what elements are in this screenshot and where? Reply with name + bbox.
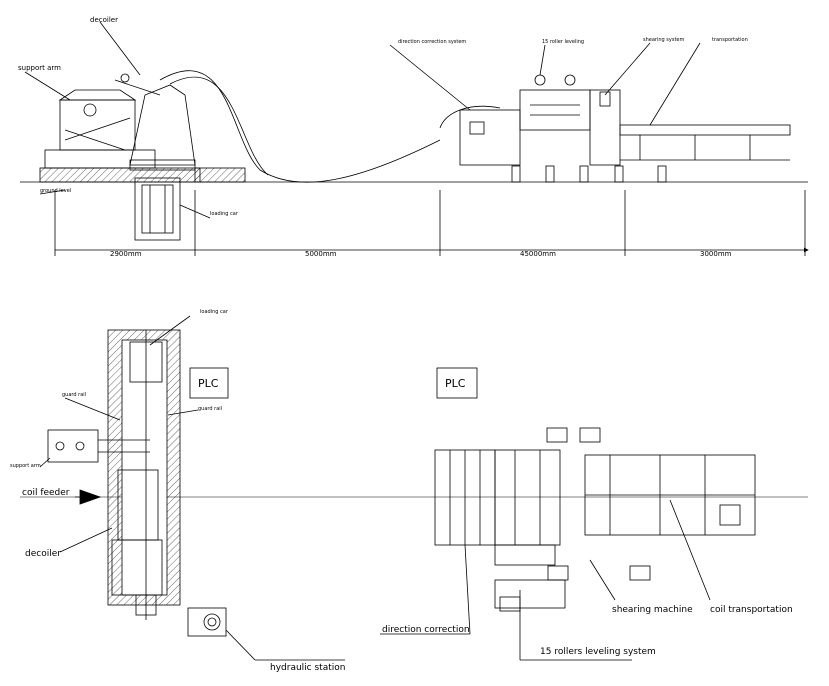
plc-label-2: PLC (445, 377, 466, 390)
support-arm-link1 (64, 117, 131, 141)
top-label-shearing-machine: shearing machine (612, 605, 693, 615)
steel-strip (159, 70, 441, 183)
top-label-guard-rail-right: guard rail (198, 406, 222, 412)
plc-label-1: PLC (198, 377, 219, 390)
top-label-decoiler: decoiler (25, 549, 61, 559)
support-arm-head (58, 89, 137, 101)
plc-box-1 (189, 367, 229, 399)
top-label-support-arm: support arm (10, 463, 41, 469)
top-label-coil-transportation: coil transportation (710, 605, 793, 615)
plc-box-2 (436, 367, 478, 399)
top-label-guard-rail-left: guard rail (62, 392, 86, 398)
decoiler-arm (114, 79, 161, 96)
top-label-direction-correction: direction correction (382, 625, 470, 635)
dimension-1: 2900mm (110, 250, 142, 258)
dimension-2: 5000mm (305, 250, 337, 258)
support-arm-hub (83, 103, 97, 117)
side-label-transportation: transportation (712, 37, 748, 43)
shearing-frame (589, 89, 621, 166)
hydraulic-station (187, 607, 227, 637)
leveler-frame (519, 89, 591, 131)
side-label-direction-correction: direction correction system (398, 39, 466, 45)
support-arm-frame (59, 99, 136, 151)
side-label-shearing-system: shearing system (643, 37, 684, 43)
top-label-loading-car: loading car (200, 309, 229, 315)
decoiler-body (129, 84, 196, 166)
dimension-3: 45000mm (520, 250, 556, 258)
support-arm-link2 (64, 129, 126, 151)
side-view (20, 21, 809, 256)
direction-correction-unit (459, 109, 521, 166)
decoiler-pivot (120, 73, 130, 83)
decoiler-base (129, 159, 196, 171)
side-label-ground-level: ground level (40, 188, 71, 194)
side-label-roller-leveling: 15 roller leveling (542, 39, 584, 45)
support-arm-base (44, 149, 156, 169)
support-arm-top (47, 429, 99, 463)
loading-car-pit-inner (141, 184, 174, 234)
ground-hatch-mid (194, 167, 246, 183)
side-label-support-arm: support arm (18, 64, 61, 72)
transport-table (619, 124, 791, 136)
top-label-coil-feeder: coil feeder (22, 488, 70, 498)
pit-inner (121, 339, 168, 596)
dimension-4: 3000mm (700, 250, 732, 258)
top-view (20, 315, 808, 661)
side-label-loading-car: loading car (210, 211, 239, 217)
top-label-rollers-leveling: 15 rollers leveling system (540, 647, 656, 657)
top-label-hydraulic-station: hydraulic station (270, 663, 345, 673)
loading-car-pit (134, 177, 181, 241)
side-label-decoiler: decoiler (90, 16, 118, 24)
leveler-top (494, 449, 561, 546)
